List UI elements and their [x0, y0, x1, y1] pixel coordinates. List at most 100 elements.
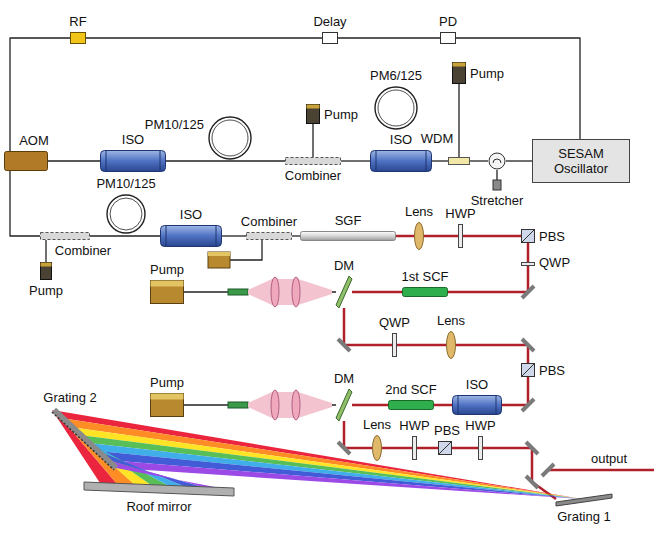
laser-beam — [448, 266, 528, 292]
crystal-fiber-shape — [403, 288, 448, 297]
laser-beam — [352, 404, 388, 407]
mirror — [542, 464, 554, 476]
fiber-combiner-shape — [41, 233, 90, 240]
lens-shape — [373, 436, 382, 461]
isolator-shape — [166, 226, 167, 246]
electronic-box-shape — [441, 33, 456, 44]
mirror — [526, 476, 538, 488]
waveplate-shape — [413, 437, 417, 460]
crystal-fiber-icon — [402, 287, 448, 297]
component-label: HWP — [464, 418, 496, 433]
fiber-coil-shape — [212, 120, 248, 156]
component-label: Lens — [362, 417, 392, 432]
electronic-box-shape — [323, 33, 338, 44]
spectrum-band — [52, 410, 582, 499]
lens-element — [292, 277, 300, 307]
laser-beam — [456, 345, 528, 363]
waveplate: HWP — [412, 436, 417, 460]
pump-light — [248, 392, 272, 418]
aom-modulator-shape — [5, 152, 48, 171]
waveplate-icon — [521, 262, 535, 266]
lens-shape — [447, 332, 456, 359]
crystal-fiber: 1st SCF — [402, 287, 448, 297]
component-label: ISO — [465, 377, 489, 392]
fiber-link — [48, 160, 100, 161]
waveplate: QWP — [521, 262, 535, 266]
crystal-fiber: 2nd SCF — [388, 400, 434, 410]
component-label: WDM — [420, 131, 455, 146]
fiber-link — [312, 124, 313, 157]
lens-element — [292, 390, 300, 420]
electronic-box-icon — [440, 32, 456, 44]
pbs-cube: PBS — [521, 363, 535, 377]
pump-diode: Pump — [306, 104, 320, 124]
fiber-coil-icon — [374, 86, 418, 130]
grating-icon — [50, 408, 118, 470]
component-label: RF — [68, 14, 87, 29]
component-label: Pump — [149, 375, 185, 390]
isolator-shape — [160, 151, 161, 171]
component-label: Stretcher — [470, 193, 525, 208]
isolator-shape — [496, 396, 497, 414]
component-label: ISO — [121, 132, 145, 147]
mirror — [522, 339, 534, 351]
pbs-cube-shape — [522, 364, 535, 377]
lens-icon — [414, 222, 424, 250]
gain-fiber-icon — [300, 231, 396, 241]
lens: Lens — [446, 331, 456, 359]
fiber-link — [222, 235, 246, 236]
fiber-combiner: Combiner — [40, 232, 90, 240]
laser-beam — [396, 235, 414, 238]
fiber-combiner: Combiner — [285, 157, 341, 165]
crystal-fiber-icon — [388, 400, 434, 410]
mirror — [522, 286, 534, 298]
isolator: ISO — [370, 150, 432, 172]
pbs-cube-shape — [522, 364, 535, 377]
pump-diode: Pump — [40, 262, 52, 280]
component-label: PM10/125 — [95, 176, 156, 191]
isolator-shape — [161, 226, 222, 247]
pump-module-shape — [151, 281, 184, 304]
isolator-icon — [370, 150, 432, 172]
component-label: Delay — [312, 14, 347, 29]
aom-modulator-icon — [4, 151, 48, 171]
grating-shape — [54, 410, 116, 468]
waveplate-icon — [478, 436, 483, 460]
circulator-shape — [493, 159, 501, 163]
fiber-link — [45, 240, 46, 262]
lens-icon — [446, 331, 456, 359]
oscillator-box: SESAM Oscillator — [532, 139, 630, 183]
component-label: Combiner — [54, 243, 112, 258]
wdm-coupler: WDM — [448, 157, 470, 165]
pbs-cube: PBS — [438, 441, 452, 455]
pbs-cube: PBS — [521, 229, 535, 243]
component-label: Pump — [149, 262, 185, 277]
pump-light — [298, 279, 332, 305]
component-label: Lens — [436, 313, 466, 328]
fiber-combiner-icon — [246, 232, 292, 240]
component-label: HWP — [444, 206, 476, 221]
fiber-link — [341, 160, 370, 161]
fiber-link — [166, 160, 285, 161]
circulator-icon — [488, 152, 506, 170]
lens: Lens — [372, 435, 382, 461]
component-label: Pump — [469, 66, 505, 81]
pbs-cube-icon — [521, 363, 535, 377]
isolator-icon — [100, 150, 166, 172]
circulator-shape — [489, 153, 505, 169]
lens-element — [271, 277, 279, 307]
isolator-shape — [216, 226, 217, 246]
spectrum-band — [61, 418, 582, 499]
pump-diode-icon — [306, 104, 320, 124]
component-label: HWP — [398, 418, 430, 433]
pump-module — [208, 252, 230, 268]
component-label: Lens — [404, 204, 434, 219]
component-label: DM — [333, 371, 355, 386]
laser-beam — [397, 344, 446, 347]
fiber-coil-shape — [378, 90, 414, 126]
waveplate-shape — [459, 225, 463, 248]
component-label: SGF — [334, 213, 363, 228]
isolator-icon — [160, 225, 222, 247]
component-label: ISO — [389, 132, 413, 147]
